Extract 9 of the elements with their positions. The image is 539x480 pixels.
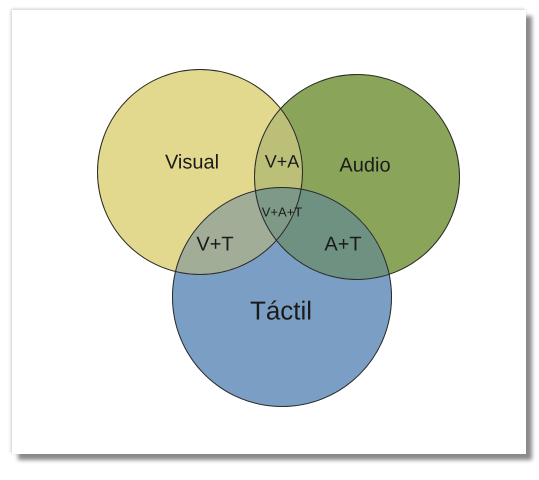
circle-outline <box>254 74 460 280</box>
circle-outline <box>172 187 392 407</box>
circle-outline <box>97 69 303 275</box>
overlap-label: V+T <box>196 234 234 256</box>
circle-label: Visual <box>164 152 220 174</box>
circle-label: Audio <box>339 154 391 178</box>
overlap-label: V+A <box>264 152 300 172</box>
circle-label: Táctil <box>250 296 312 326</box>
overlap-label: A+T <box>324 234 362 256</box>
